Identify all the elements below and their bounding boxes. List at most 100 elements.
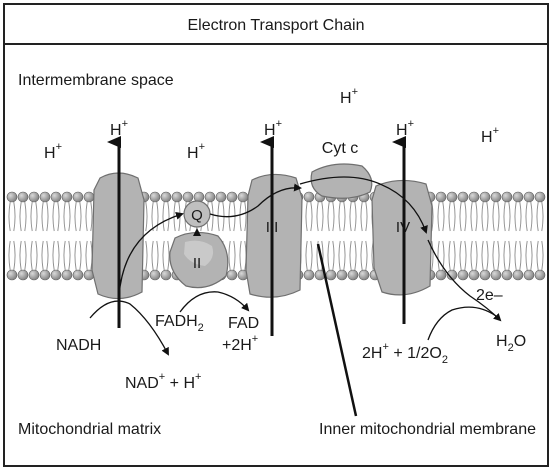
lipid-tail <box>52 201 55 232</box>
lipid-tail <box>475 240 478 271</box>
lipid-tail <box>514 240 517 271</box>
lipid-tail <box>239 201 242 232</box>
lipid-tail <box>470 240 473 271</box>
lipid-tail <box>437 201 440 232</box>
lipid-tail <box>244 201 247 232</box>
lipid-tail <box>8 240 11 271</box>
lipid-tail <box>536 240 539 271</box>
lipid-tail <box>497 201 500 232</box>
lipid-tail <box>503 240 506 271</box>
proton-label: H+ <box>340 86 358 107</box>
lipid-tail <box>85 201 88 232</box>
lipid-head <box>490 269 502 281</box>
lipid-head <box>303 269 315 281</box>
lipid-tail <box>365 240 368 271</box>
lipid-tail <box>35 240 38 271</box>
lipid-tail <box>46 201 49 232</box>
lipid-head <box>325 269 337 281</box>
svg-text:H+: H+ <box>187 141 205 162</box>
lipid-tail <box>530 240 533 271</box>
lipid-head <box>490 191 502 203</box>
fad-label: FAD <box>228 315 259 332</box>
lipid-head <box>237 191 249 203</box>
lipid-tail <box>321 201 324 232</box>
lipid-head <box>479 269 491 281</box>
lipid-tail <box>19 240 22 271</box>
lipid-head <box>435 191 447 203</box>
lipid-tail <box>41 240 44 271</box>
lipid-tail <box>85 240 88 271</box>
oxygen-reduction-arrow <box>427 306 497 341</box>
lipid-head <box>39 269 51 281</box>
lipid-tail <box>486 240 489 271</box>
lipid-tail <box>228 240 231 271</box>
lipid-tail <box>305 240 308 271</box>
lipid-head <box>17 269 29 281</box>
water-label: H2O <box>496 333 526 354</box>
lipid-tail <box>332 201 335 232</box>
lipid-head <box>149 191 161 203</box>
lipid-head <box>204 191 216 203</box>
lipid-head <box>512 269 524 281</box>
lipid-head <box>501 191 513 203</box>
lipid-head <box>534 191 546 203</box>
lipid-tail <box>162 201 165 232</box>
lipid-tail <box>316 240 319 271</box>
lipid-tail <box>46 240 49 271</box>
proton-label: H+ <box>264 118 282 139</box>
lipid-tail <box>310 240 313 271</box>
lipid-head <box>171 191 183 203</box>
lipid-tail <box>79 201 82 232</box>
lipid-head <box>61 191 73 203</box>
nadh-oxidation-arrow <box>89 300 169 356</box>
lipid-tail <box>332 240 335 271</box>
electron-path-q-to-iii <box>209 183 302 218</box>
intermembrane-space-label: Intermembrane space <box>18 72 174 89</box>
lipid-tail <box>327 240 330 271</box>
lipid-head <box>479 191 491 203</box>
lipid-tail <box>486 201 489 232</box>
lipid-tail <box>239 240 242 271</box>
lipid-tail <box>338 240 341 271</box>
lipid-tail <box>525 201 528 232</box>
lipid-tail <box>30 240 33 271</box>
lipid-head <box>303 191 315 203</box>
fadh2-oxidation-arrow <box>179 291 250 313</box>
lipid-tail <box>310 201 313 232</box>
lipid-tail <box>514 201 517 232</box>
lipid-head <box>512 191 524 203</box>
lipid-tail <box>167 240 170 271</box>
lipid-head <box>39 191 51 203</box>
lipid-tail <box>24 240 27 271</box>
lipid-tail <box>437 240 440 271</box>
proton-label: H+ <box>396 118 414 139</box>
lipid-tail <box>459 240 462 271</box>
lipid-tail <box>448 201 451 232</box>
lipid-head <box>446 269 458 281</box>
lipid-head <box>17 191 29 203</box>
lipid-head <box>457 269 469 281</box>
svg-text:H+: H+ <box>44 141 62 162</box>
lipid-tail <box>145 201 148 232</box>
lipid-tail <box>442 201 445 232</box>
lipid-head <box>182 191 194 203</box>
proton-label: H+ <box>110 118 128 139</box>
lipid-tail <box>30 201 33 232</box>
lipid-head <box>28 269 40 281</box>
lipid-head <box>347 269 359 281</box>
proton-label: H+ <box>44 141 62 162</box>
lipid-tail <box>316 201 319 232</box>
lipid-head <box>83 191 95 203</box>
complex-ii-label: II <box>193 255 201 272</box>
cytochrome-c-label: Cyt c <box>322 140 358 157</box>
fadh2-label: FADH2 <box>155 313 204 334</box>
lipid-tail <box>305 201 308 232</box>
oxygen-reduction-label: 2H+ + 1/2O2 <box>362 341 448 366</box>
lipid-tail <box>24 201 27 232</box>
lipid-head <box>468 191 480 203</box>
lipid-head <box>28 191 40 203</box>
svg-text:H+: H+ <box>396 118 414 139</box>
lipid-tail <box>343 240 346 271</box>
lipid-tail <box>360 240 363 271</box>
